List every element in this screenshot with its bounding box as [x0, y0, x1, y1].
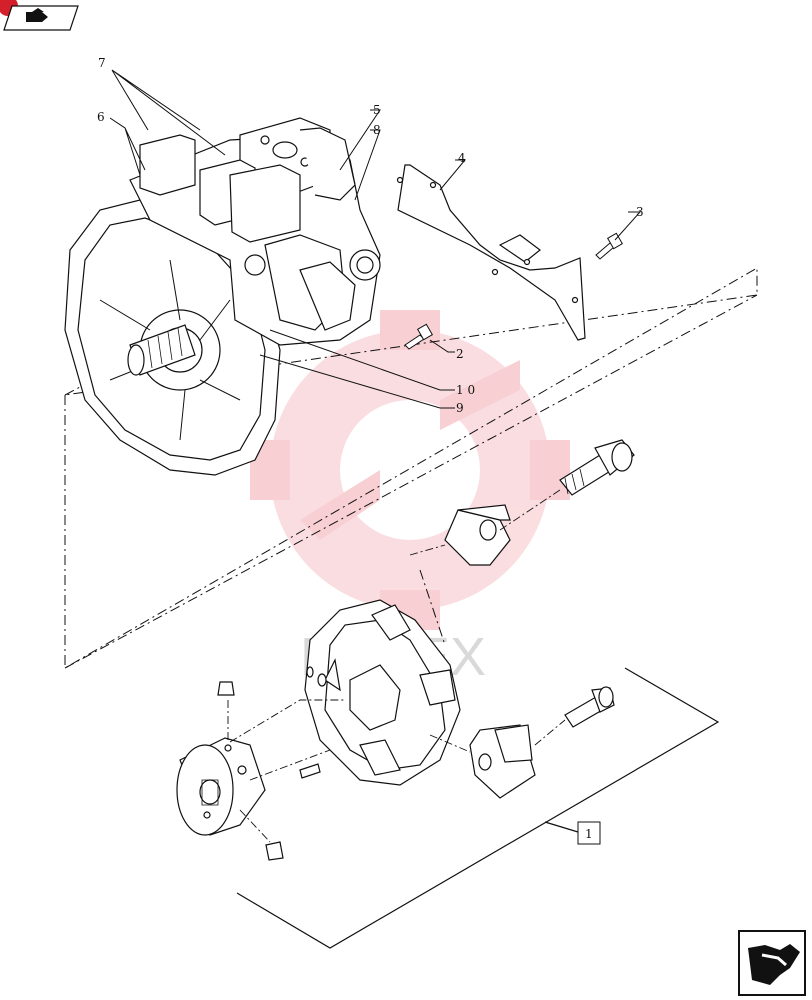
callout-4: 4	[458, 151, 466, 165]
callout-7: 7	[98, 56, 106, 70]
leader-lines	[109, 69, 642, 409]
gasket-plate	[396, 164, 586, 341]
callout-1: 1	[585, 827, 593, 841]
callout-2: 2	[456, 347, 464, 361]
cap-screw-upper	[559, 439, 635, 496]
callout-box-1	[577, 821, 601, 845]
wedge-block-upper	[444, 504, 511, 566]
watermark-logo	[250, 310, 570, 630]
hydraulic-pump-assembly	[64, 117, 381, 476]
callout-10: 1 0	[456, 383, 475, 397]
callout-3: 3	[636, 205, 644, 219]
callout-6: 6	[97, 110, 105, 124]
callout-9: 9	[456, 401, 464, 415]
bolt-item-3	[595, 232, 624, 260]
rubber-coupling	[304, 599, 461, 786]
callout-8: 8	[373, 123, 381, 137]
nav-back-button[interactable]	[0, 0, 79, 31]
wedge-block-lower	[469, 724, 536, 799]
nav-next-button[interactable]	[738, 930, 806, 996]
cap-screw-lower	[564, 686, 615, 728]
hand-pointer-icon	[748, 944, 800, 985]
small-fittings	[217, 681, 321, 861]
bolt-item-2	[404, 323, 434, 350]
hand-pointer-icon	[26, 8, 48, 22]
splined-hub	[176, 737, 266, 836]
kit-bracket	[236, 667, 720, 949]
centerlines	[227, 489, 566, 843]
callout-5: 5	[373, 103, 381, 117]
